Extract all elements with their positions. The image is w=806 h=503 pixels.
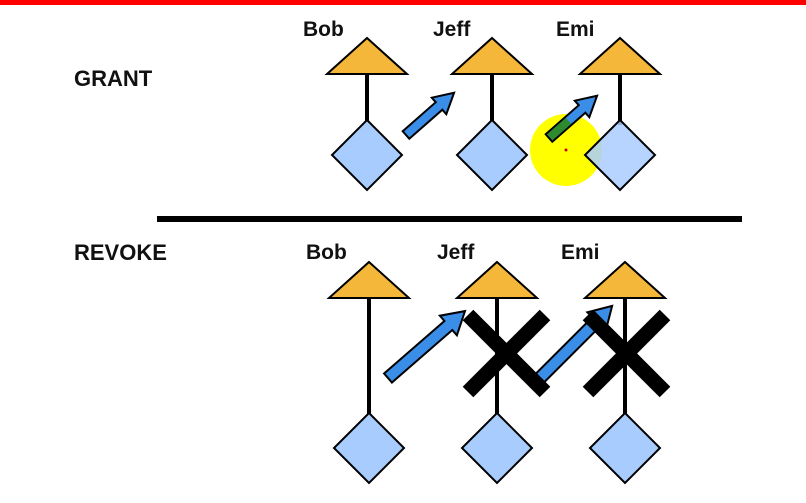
grant-user-emi [577,36,663,192]
triangle-icon [324,36,410,75]
top-red-bar [0,0,806,5]
diamond-icon [583,118,657,192]
triangle-icon [582,260,668,299]
grant-user-jeff [449,36,535,192]
arrow-icon [401,91,456,141]
triangle-icon [449,36,535,75]
grant-section-label: GRANT [74,66,153,91]
grant-user-jeff-label: Jeff [433,18,471,41]
grant-user-bob [324,36,410,192]
diamond-icon [588,411,662,485]
x-mark-icon [582,309,671,398]
grant-user-bob-label: Bob [303,18,344,41]
revoke-x-emi [582,309,671,398]
grant-user-emi-label: Emi [556,18,595,41]
revoke-x-jeff [462,309,551,398]
revoke-user-jeff-label: Jeff [437,241,475,264]
diamond-icon [332,411,406,485]
grant-arrow-jeff-to-emi [544,94,599,144]
revoke-arrow-bob-to-jeff [382,309,467,384]
diamond-icon [455,118,529,192]
revoke-user-bob [326,260,412,485]
arrow-icon [382,309,467,384]
triangle-icon [454,260,540,299]
revoke-user-emi-label: Emi [561,241,600,264]
diamond-icon [330,118,404,192]
diamond-icon [460,411,534,485]
x-mark-icon [462,309,551,398]
cursor-dot [564,148,568,152]
arrow-highlight-segment [547,117,572,141]
triangle-icon [577,36,663,75]
revoke-user-emi [582,260,668,485]
revoke-user-jeff [454,260,540,485]
triangle-icon [326,260,412,299]
revoke-section-label: REVOKE [74,240,167,265]
grant-arrow-bob-to-jeff [401,91,456,141]
revoke-user-bob-label: Bob [306,241,347,264]
